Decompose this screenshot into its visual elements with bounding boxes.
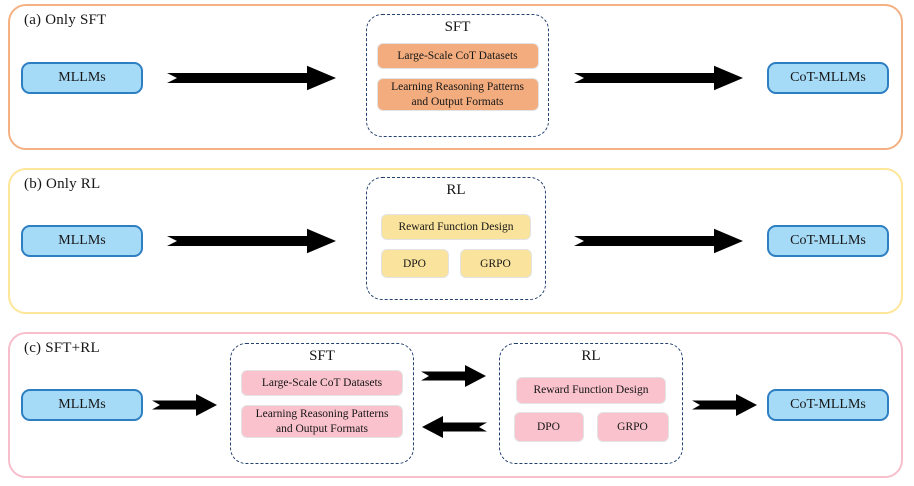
stage-item: GRPO — [459, 249, 532, 278]
stage-title: RL — [581, 348, 601, 364]
flow-arrow-right-icon — [574, 228, 743, 254]
mllms-box: MLLMs — [21, 225, 143, 257]
sft-stage: SFT Large-Scale CoT Datasets Learning Re… — [230, 343, 414, 464]
stage-item: Learning Reasoning Patterns and Output F… — [241, 405, 403, 438]
flow-arrow-right-icon — [152, 394, 217, 416]
stage-title: RL — [446, 182, 466, 198]
mllms-box: MLLMs — [21, 389, 143, 421]
cot-mllms-box: CoT-MLLMs — [767, 225, 889, 257]
rl-stage: RL Reward Function Design DPO GRPO — [499, 343, 683, 464]
mllms-box: MLLMs — [21, 62, 143, 94]
panel-label: (c) SFT+RL — [24, 340, 100, 356]
rl-stage: RL Reward Function Design DPO GRPO — [366, 177, 546, 300]
stage-item: DPO — [380, 249, 449, 278]
panel-label: (b) Only RL — [24, 176, 101, 192]
flow-arrow-right-icon — [167, 65, 336, 91]
stage-title: SFT — [444, 19, 471, 35]
stage-item: Reward Function Design — [516, 377, 666, 404]
panel-only-rl — [8, 168, 903, 314]
stage-item: Learning Reasoning Patterns and Output F… — [376, 78, 539, 111]
panel-only-sft — [8, 4, 903, 150]
panel-label: (a) Only SFT — [24, 12, 107, 28]
flow-arrow-right-icon — [421, 365, 486, 387]
cot-mllms-box: CoT-MLLMs — [767, 389, 889, 421]
stage-item: Large-Scale CoT Datasets — [376, 43, 539, 69]
stage-item: Large-Scale CoT Datasets — [241, 370, 403, 396]
stage-item: GRPO — [596, 412, 669, 442]
flow-arrow-left-icon — [422, 416, 487, 438]
stage-title: SFT — [309, 348, 335, 364]
sft-stage: SFT Large-Scale CoT Datasets Learning Re… — [366, 14, 549, 137]
stage-item: Reward Function Design — [381, 214, 531, 240]
flow-arrow-right-icon — [167, 228, 336, 254]
cot-mllms-box: CoT-MLLMs — [767, 62, 889, 94]
flow-arrow-right-icon — [574, 65, 743, 91]
stage-item: DPO — [513, 412, 584, 442]
flow-arrow-right-icon — [692, 394, 757, 416]
